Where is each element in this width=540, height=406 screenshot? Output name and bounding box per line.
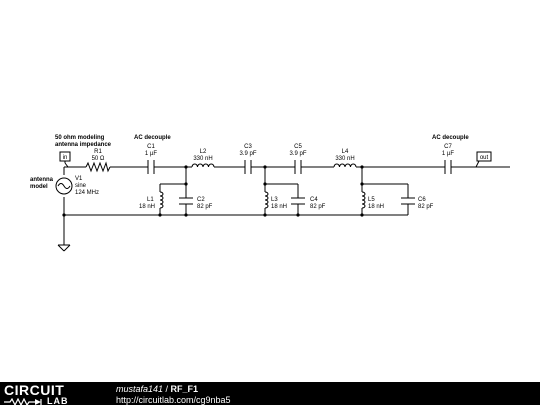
inductor-l5-icon xyxy=(361,191,366,209)
l1-name: L1 xyxy=(147,197,154,203)
c5-name: C5 xyxy=(294,144,302,150)
c2-name: C2 xyxy=(197,197,205,203)
l2-name: L2 xyxy=(200,149,207,155)
credit-separator: / xyxy=(163,384,171,394)
schematic-canvas: in out xyxy=(30,135,510,252)
c3-value: 3.9 pF xyxy=(239,151,256,157)
c1-value: 1 µF xyxy=(145,151,157,157)
v1-frequency: 124 MHz xyxy=(75,190,99,196)
capacitor-c3-icon xyxy=(244,160,252,174)
capacitor-c5-icon xyxy=(294,160,302,174)
input-port-label: in xyxy=(63,155,68,161)
input-port xyxy=(59,151,71,168)
circuitlab-logo: CIRCUIT LAB xyxy=(4,383,69,406)
resistor-logo-icon xyxy=(4,397,42,406)
capacitor-c4-icon xyxy=(291,197,305,205)
sine-source-icon xyxy=(55,177,73,195)
v1-name: V1 xyxy=(75,176,83,182)
ac-decouple-note-left: AC decouple xyxy=(134,135,171,141)
antenna-model-note-line2: model xyxy=(30,184,48,190)
c5-value: 3.9 pF xyxy=(289,151,306,157)
l4-name: L4 xyxy=(342,149,349,155)
logo-bottom-text: LAB xyxy=(47,396,69,406)
author-link[interactable]: mustafa141 xyxy=(116,384,164,394)
l5-value: 18 nH xyxy=(368,204,384,210)
output-port xyxy=(475,151,492,168)
junction-dots xyxy=(62,165,364,217)
l3-value: 18 nH xyxy=(271,204,287,210)
c3-name: C3 xyxy=(244,144,252,150)
l1-value: 18 nH xyxy=(139,204,155,210)
ground-wire xyxy=(63,167,408,245)
circuit-credit: mustafa141 / RF_F1 http://circuitlab.com… xyxy=(116,384,231,405)
capacitor-c1-icon xyxy=(147,160,155,174)
l3-name: L3 xyxy=(271,197,278,203)
circuit-title[interactable]: RF_F1 xyxy=(170,384,199,394)
ground-icon xyxy=(57,244,71,252)
c7-value: 1 µF xyxy=(442,151,454,157)
logo-top-text: CIRCUIT xyxy=(4,382,65,398)
l2-value: 330 nH xyxy=(193,156,212,162)
footer-bar: CIRCUIT LAB mustafa141 / RF_F1 http://ci… xyxy=(0,382,540,406)
logo-bottom-row: LAB xyxy=(4,397,69,406)
inductor-l4-icon xyxy=(333,163,357,168)
inductor-l3-icon xyxy=(264,191,269,209)
capacitor-c6-icon xyxy=(401,197,415,205)
impedance-note-line2: antenna impedance xyxy=(55,142,112,148)
l4-value: 330 nH xyxy=(335,156,354,162)
inductor-l1-icon xyxy=(159,191,164,209)
r1-name: R1 xyxy=(94,149,102,155)
output-port-label: out xyxy=(480,155,489,161)
inductor-l2-icon xyxy=(191,163,215,168)
impedance-note-line1: 50 ohm modeling xyxy=(55,135,105,141)
r1-value: 50 Ω xyxy=(92,156,105,162)
shunt-tank-1-wiring xyxy=(159,167,187,215)
c4-name: C4 xyxy=(310,197,318,203)
c7-name: C7 xyxy=(444,144,452,150)
c6-value: 82 pF xyxy=(418,204,434,210)
capacitor-c7-icon xyxy=(444,160,452,174)
l5-name: L5 xyxy=(368,197,375,203)
v1-type: sine xyxy=(75,183,87,189)
c2-value: 82 pF xyxy=(197,204,213,210)
resistor-r1-icon xyxy=(85,161,111,173)
capacitor-c2-icon xyxy=(179,197,193,205)
c1-name: C1 xyxy=(147,144,155,150)
c6-name: C6 xyxy=(418,197,426,203)
circuit-url-link[interactable]: http://circuitlab.com/cg9nba5 xyxy=(116,395,231,405)
ac-decouple-note-right: AC decouple xyxy=(432,135,469,141)
c4-value: 82 pF xyxy=(310,204,326,210)
antenna-model-note-line1: antenna xyxy=(30,177,54,183)
